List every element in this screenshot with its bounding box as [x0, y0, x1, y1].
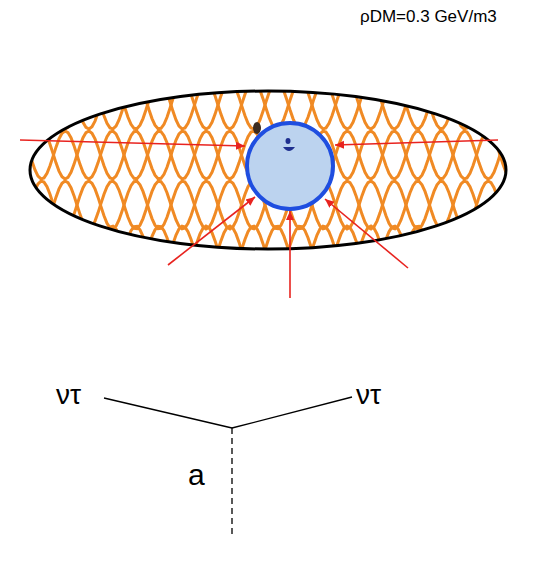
neutrino-label: ντ [356, 380, 381, 411]
dm-wave [20, 81, 518, 129]
dm-wave [20, 81, 518, 129]
wave-field [20, 81, 518, 274]
halo-ellipse [30, 91, 506, 249]
neutrino-label: ντ [56, 380, 81, 411]
detector-face [283, 138, 295, 151]
flux-arrows [20, 140, 498, 298]
density-label: ρDM=0.3 GeV/m3 [360, 8, 497, 27]
feynman-vertex [104, 397, 352, 537]
axion-label: a [188, 458, 205, 491]
detector-circle [247, 123, 333, 209]
